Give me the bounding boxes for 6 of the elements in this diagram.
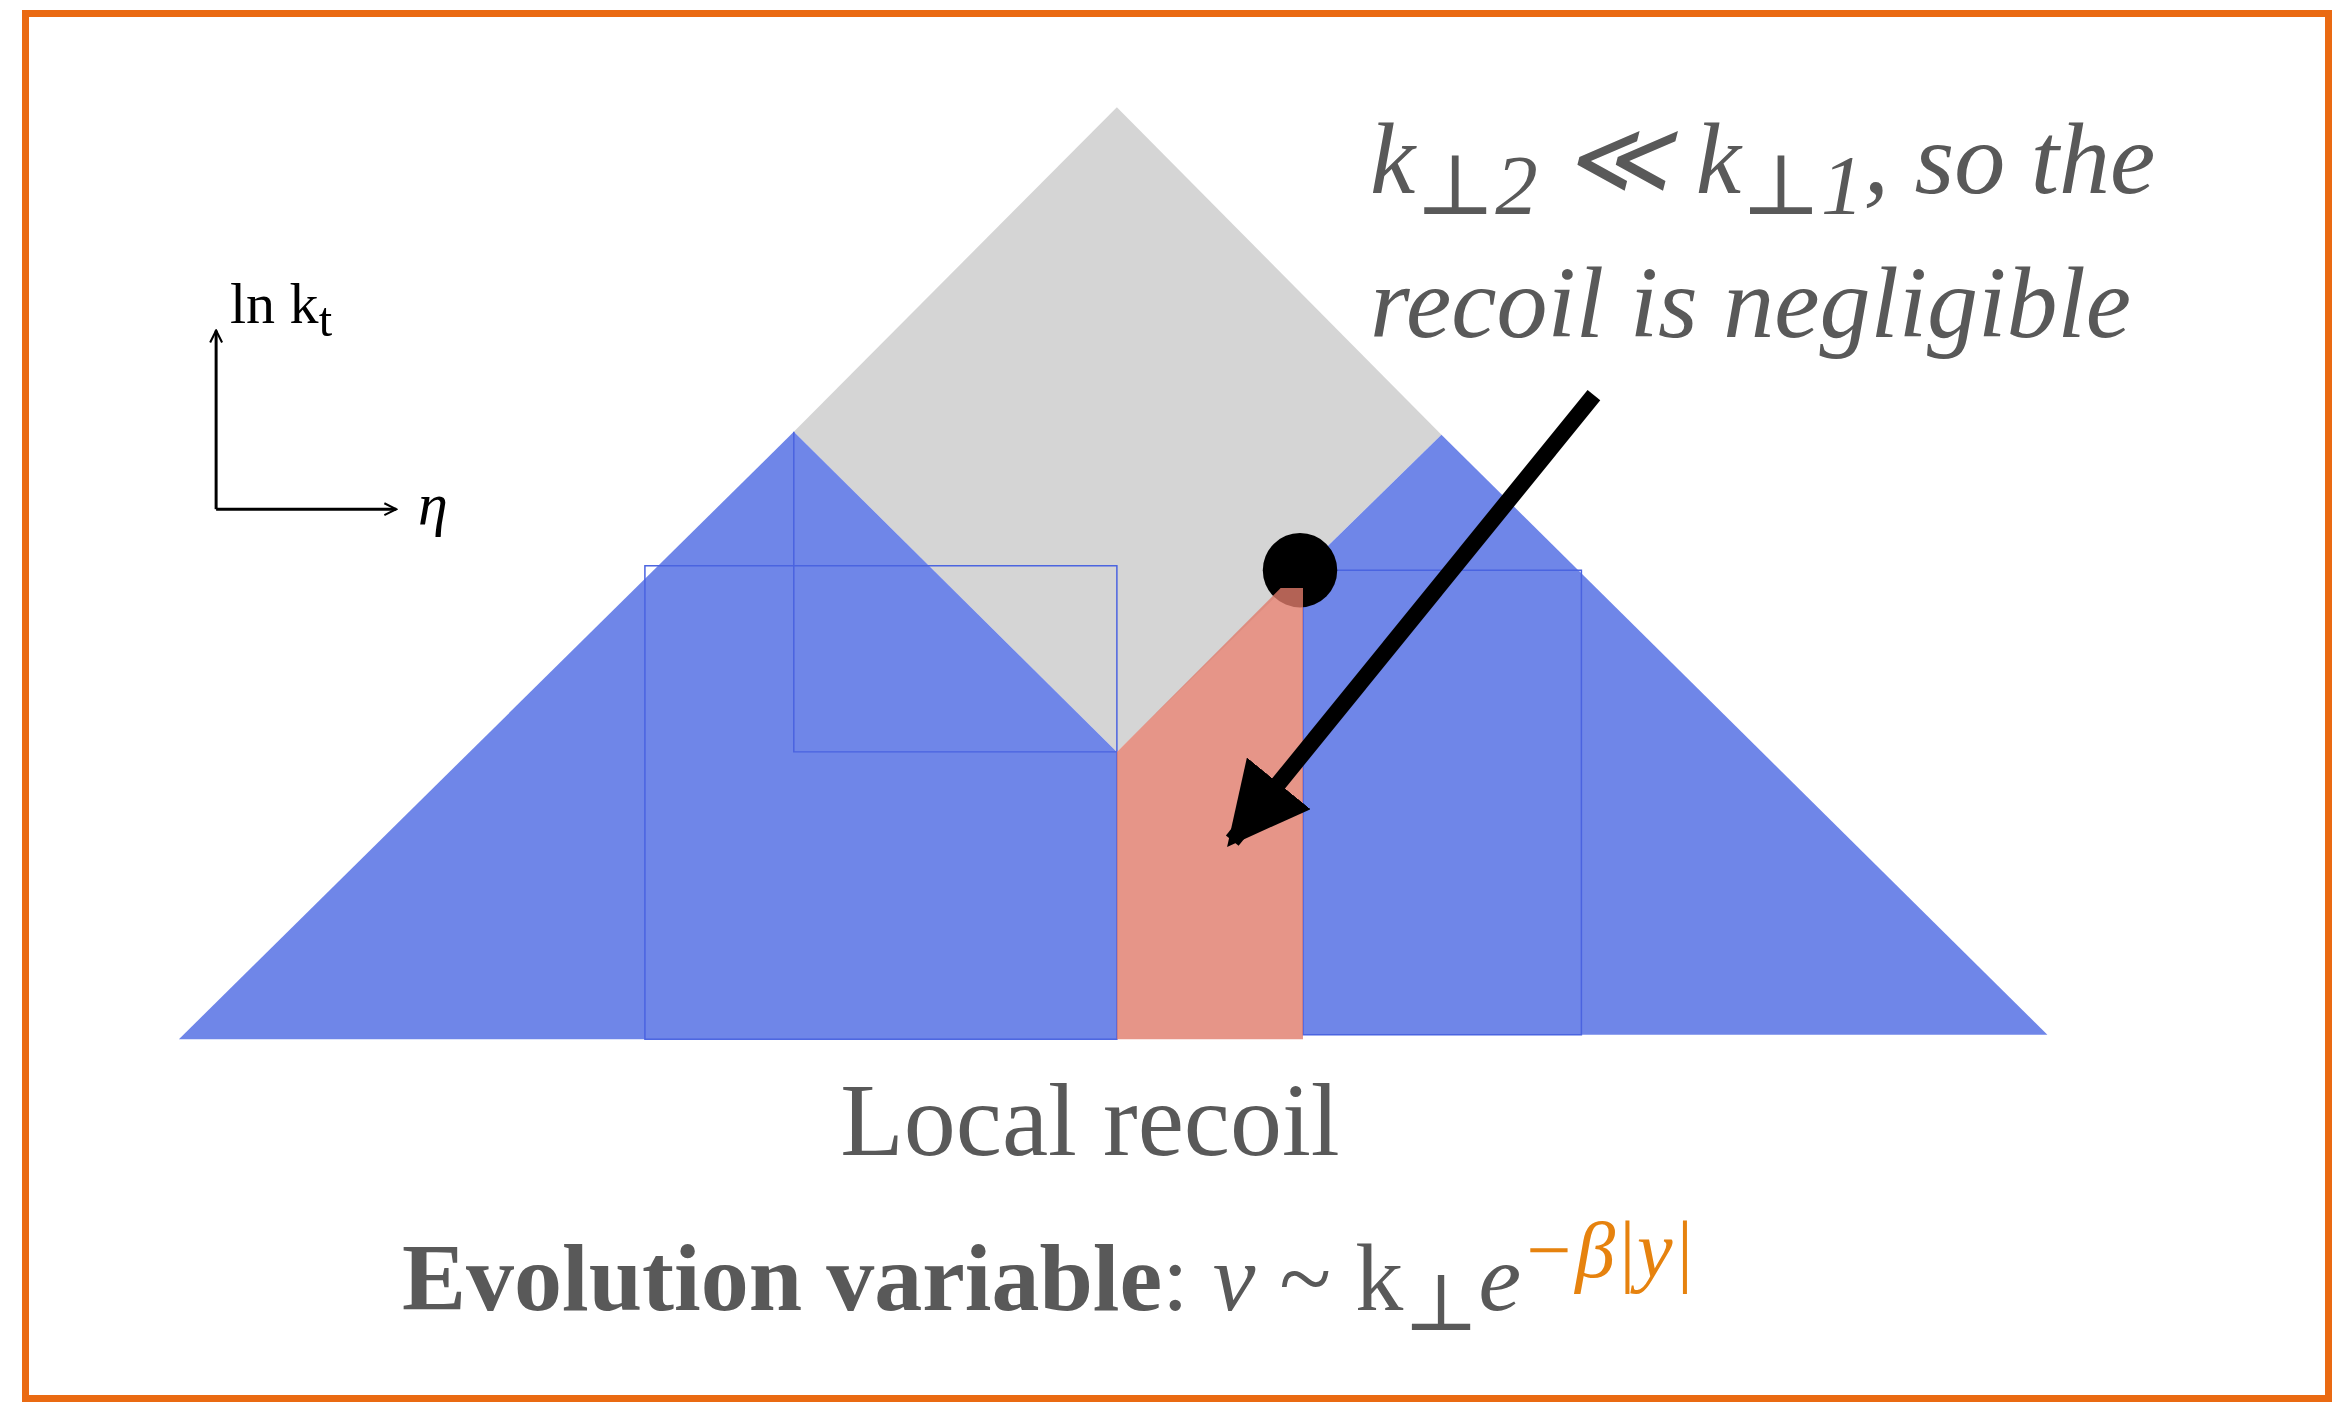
- axis-label: η: [418, 470, 448, 539]
- arrow: [1225, 389, 1601, 847]
- annotation-text: k$_{⊥2}$ ≪ k$_{⊥1}$, so the recoil is negligible: [1370, 100, 2170, 363]
- caption-text: Local recoil: [839, 1061, 1341, 1179]
- axis-label: ln k$_{t}$: [230, 270, 333, 347]
- formula-text: Evolution variable: v ~ k$_{⊥}$e$^{−β|y|}$: [402, 1205, 1695, 1350]
